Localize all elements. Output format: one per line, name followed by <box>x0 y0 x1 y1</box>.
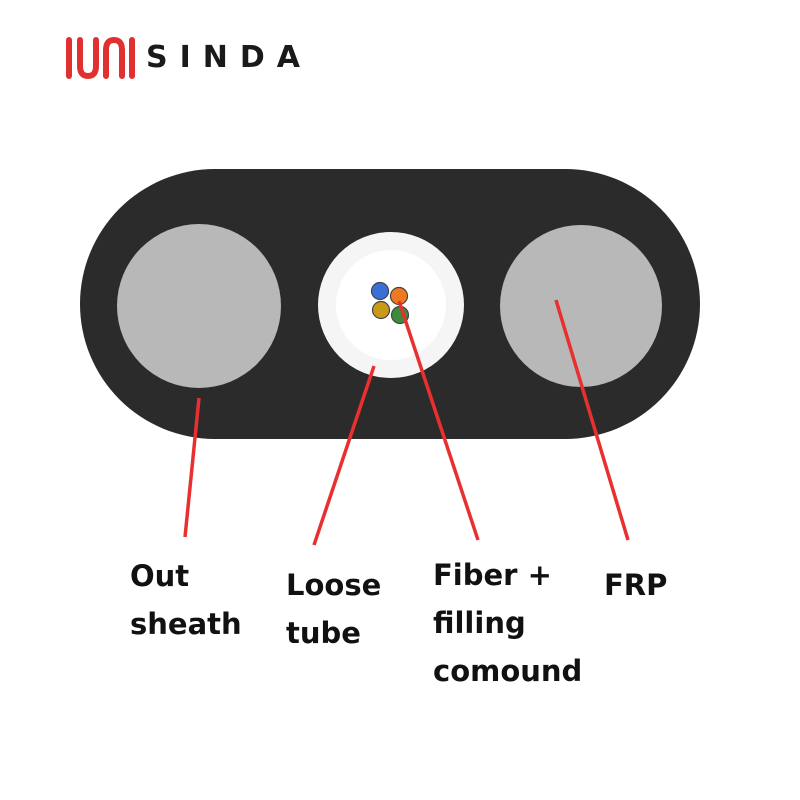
label-loose-tube-line-2: tube <box>286 616 361 650</box>
leader-line-loose-tube <box>312 365 376 546</box>
label-frp: FRP <box>604 561 667 609</box>
fiber-yellow <box>371 300 391 320</box>
fiber-blue <box>370 281 390 301</box>
label-out-sheath: Out sheath <box>130 552 242 648</box>
label-fiber-line-3: comound <box>433 654 583 688</box>
frp-left-shape <box>117 224 281 388</box>
label-fiber-line-2: filling <box>433 606 526 640</box>
label-fiber-line-1: Fiber + <box>433 558 552 592</box>
filling-compound-shape <box>336 250 446 360</box>
frp-right-shape <box>500 225 662 387</box>
label-loose-tube: Loose tube <box>286 561 381 657</box>
label-loose-tube-line-1: Loose <box>286 568 382 602</box>
label-out-sheath-line-1: Out <box>130 559 190 593</box>
label-frp-line-1: FRP <box>604 568 668 602</box>
leader-line-frp <box>554 299 630 541</box>
leader-line-fiber <box>397 300 480 541</box>
label-out-sheath-line-2: sheath <box>130 607 242 641</box>
brand-name: SINDA <box>146 40 312 75</box>
label-fiber-filling-compound: Fiber + filling comound <box>433 551 582 695</box>
logo-strokes <box>66 37 135 79</box>
sinda-logo-icon <box>66 37 135 79</box>
leader-line-out-sheath <box>183 397 201 538</box>
